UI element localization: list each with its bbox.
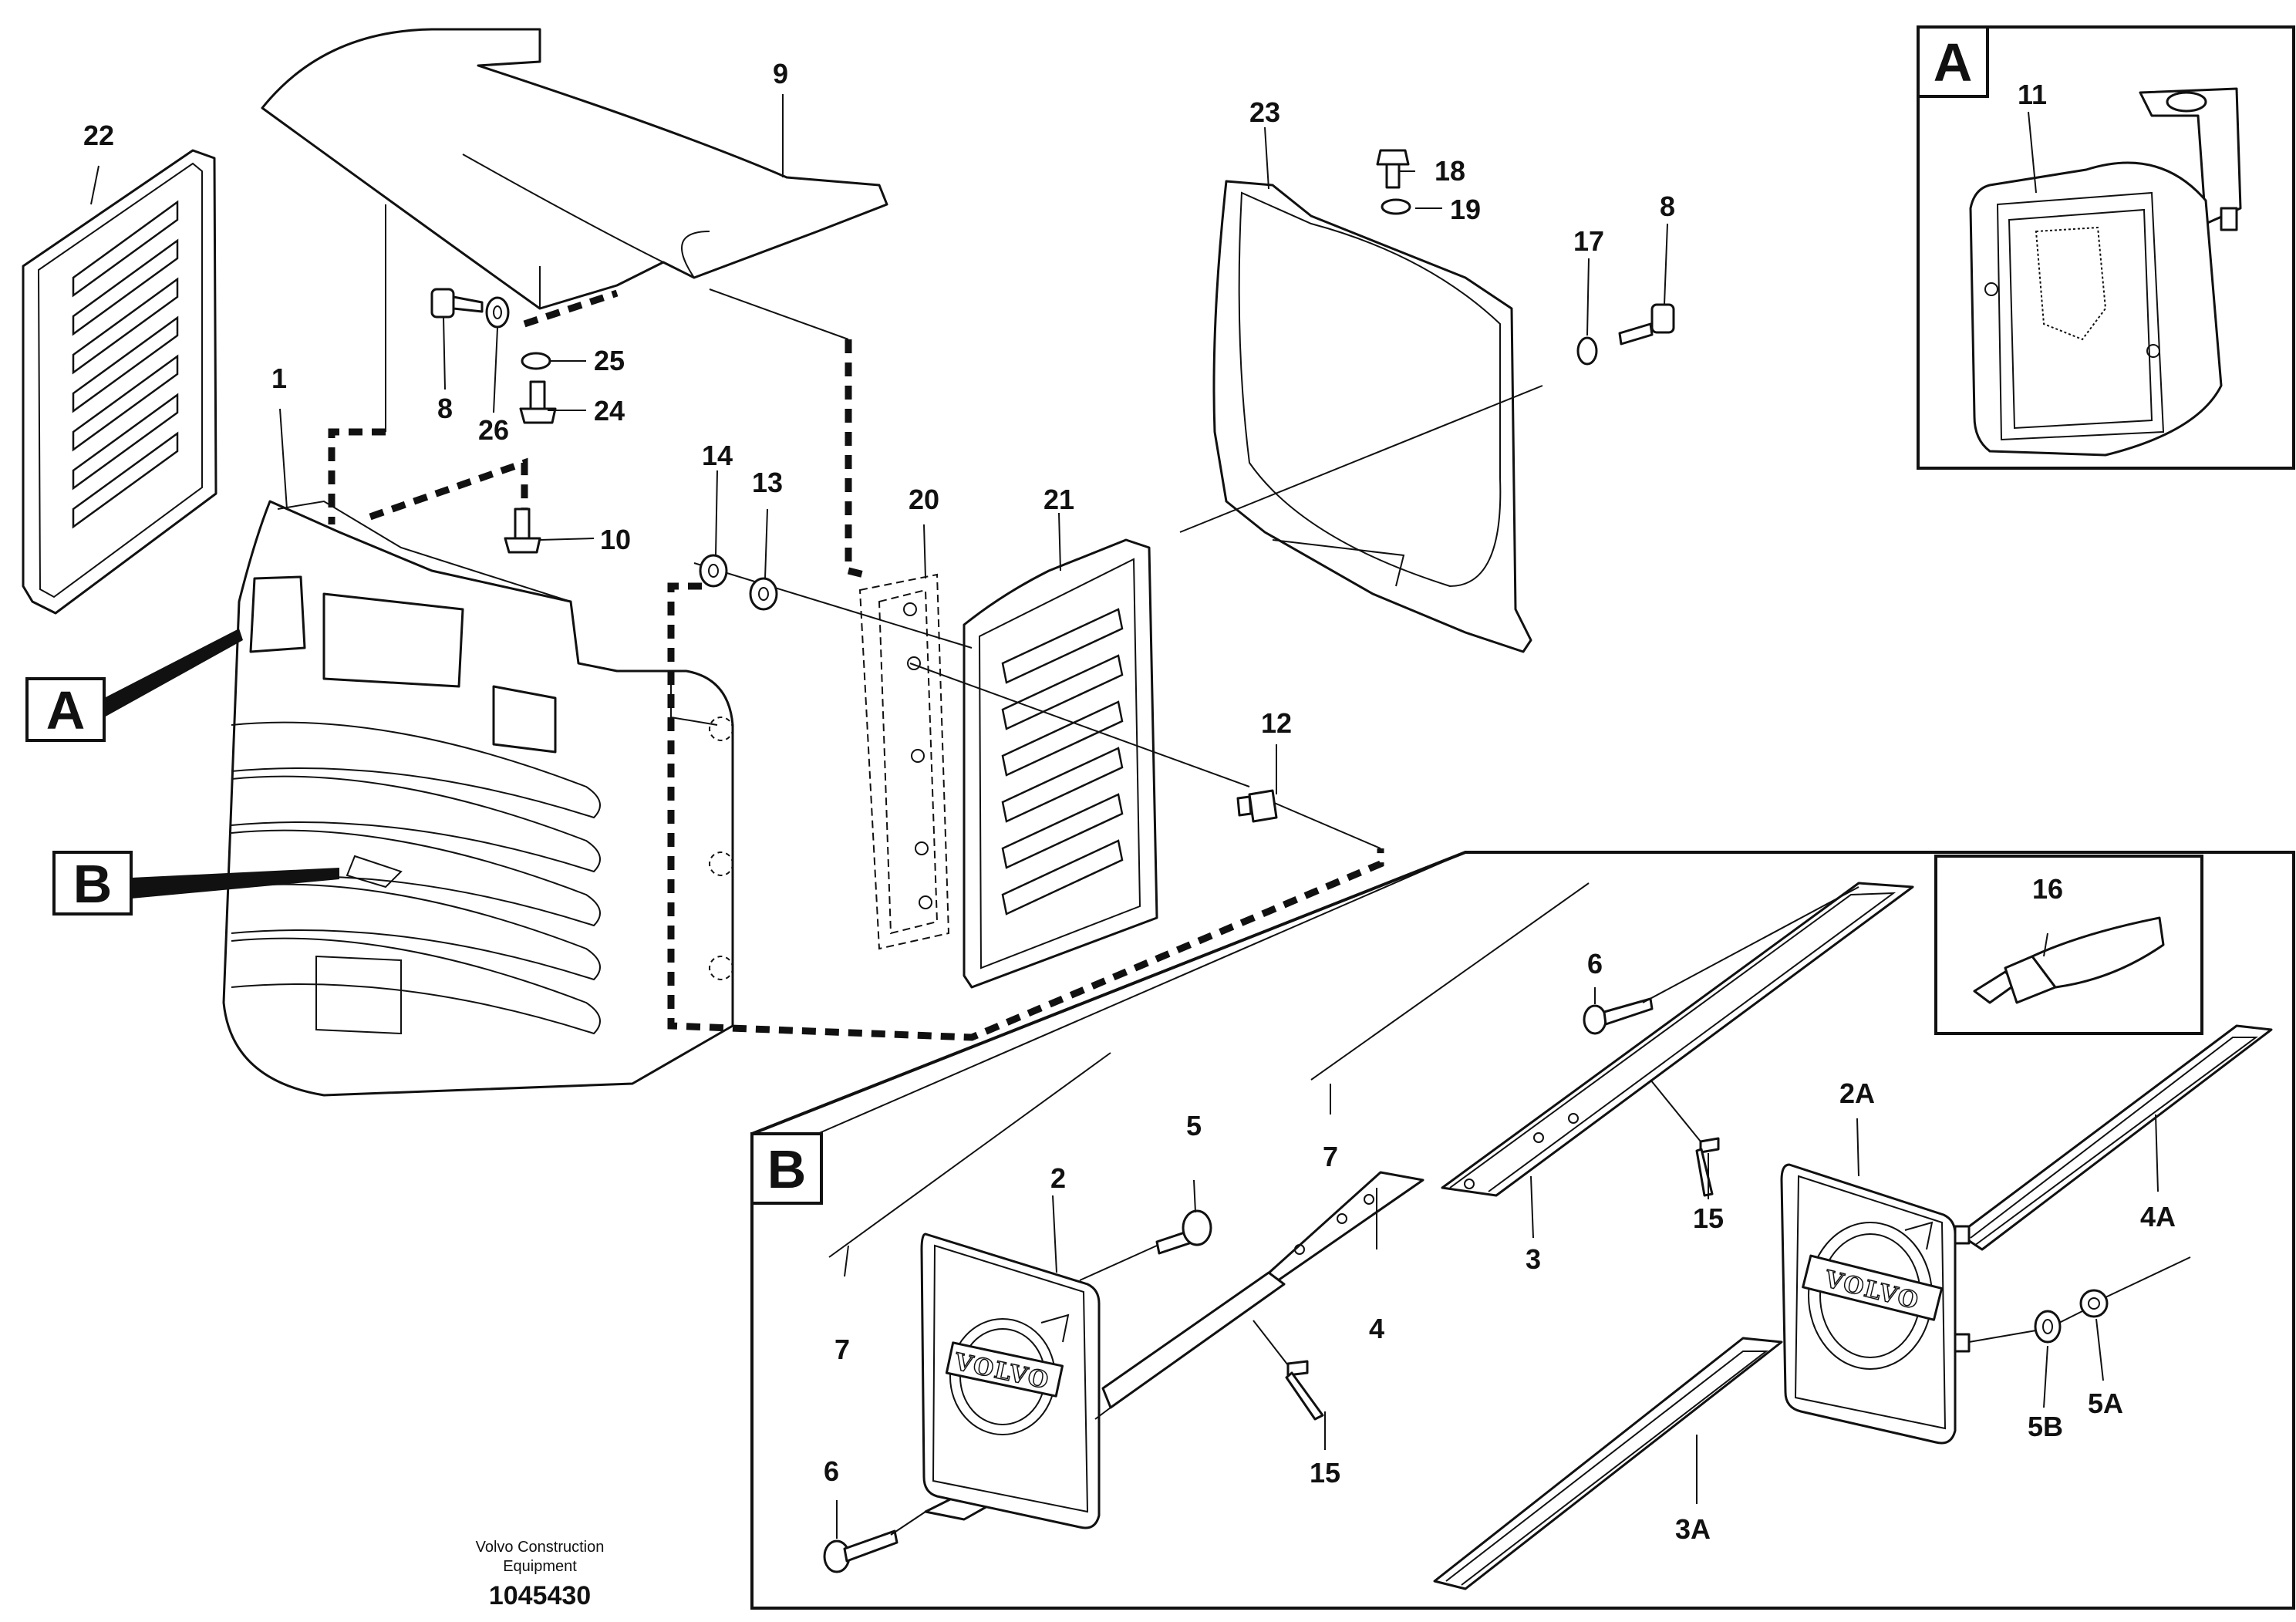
label-10: 10 (600, 524, 631, 555)
label-13: 13 (752, 467, 783, 498)
fasteners (430, 149, 1675, 823)
label-1: 1 (271, 363, 287, 394)
work-lamp-11 (1969, 87, 2242, 457)
label-9: 9 (773, 58, 788, 89)
callout-a: A (25, 629, 243, 742)
label-7-lower: 7 (834, 1334, 850, 1365)
label-8-right: 8 (1660, 191, 1675, 222)
bolt-10 (504, 508, 541, 554)
label-3a: 3A (1675, 1513, 1711, 1545)
label-8-left: 8 (437, 393, 453, 424)
volvo-emblem-2a: VOLVO (1780, 1163, 1971, 1445)
inset-b-fasteners (823, 997, 2109, 1573)
label-5a: 5A (2088, 1388, 2123, 1419)
label-5b: 5B (2028, 1411, 2063, 1442)
label-4: 4 (1369, 1313, 1384, 1344)
label-2: 2 (1050, 1162, 1066, 1194)
volvo-emblem-2: VOLVO (920, 1233, 1101, 1529)
bolt-8 (430, 288, 484, 319)
label-17: 17 (1573, 225, 1604, 257)
label-2a: 2A (1839, 1077, 1875, 1109)
front-grille-1 (222, 500, 734, 1097)
emblem-strip-3 (1441, 882, 1914, 1197)
emblem-strip-3a (1433, 1337, 1783, 1590)
label-4a: 4A (2140, 1201, 2176, 1233)
label-leaders (90, 94, 2159, 1539)
label-3: 3 (1526, 1243, 1541, 1275)
label-15-upper: 15 (1693, 1202, 1724, 1234)
inset-b-panel: B (750, 851, 2295, 1610)
label-11: 11 (2018, 79, 2047, 110)
label-25: 25 (594, 345, 625, 376)
label-15-lower: 15 (1310, 1457, 1340, 1489)
sealant-tube-16-box (1934, 855, 2203, 1035)
bolt-18 (1376, 149, 1410, 189)
inset-b-letter: B (767, 1139, 807, 1199)
top-hood-panel-9 (261, 28, 888, 310)
bolt-24 (519, 380, 557, 424)
footer-drawing-id: 1045430 (489, 1581, 591, 1610)
main-leader-lines (385, 204, 1543, 849)
footer-company-line1: Volvo Construction (476, 1539, 605, 1556)
label-6-upper: 6 (1587, 948, 1603, 980)
label-7-upper: 7 (1323, 1141, 1338, 1172)
footer-company-line2: Equipment (503, 1558, 577, 1575)
bolt-8-right (1618, 303, 1675, 346)
washer-25 (521, 352, 551, 370)
inset-b-leader-lines (890, 886, 2191, 1536)
callout-b: B (52, 851, 339, 916)
label-24: 24 (594, 395, 625, 427)
washer-13 (749, 577, 778, 611)
emblem-strip-4a (1957, 1024, 2273, 1251)
label-19: 19 (1450, 194, 1481, 225)
washer-19 (1381, 198, 1411, 215)
label-21: 21 (1043, 484, 1074, 515)
label-12: 12 (1261, 707, 1292, 739)
inset-a-panel: A (1917, 25, 2295, 470)
label-18: 18 (1435, 155, 1465, 187)
emblem-strip-4 (1101, 1171, 1424, 1409)
clip-nut-12 (1236, 789, 1278, 823)
label-26: 26 (478, 414, 509, 446)
washer-14 (699, 554, 728, 588)
washer-17 (1576, 336, 1598, 366)
label-22: 22 (83, 120, 114, 151)
side-grille-panel-22 (22, 149, 217, 615)
label-23: 23 (1249, 96, 1280, 128)
callout-a-letter: A (46, 680, 86, 740)
label-5: 5 (1186, 1110, 1202, 1141)
callout-b-letter: B (73, 854, 113, 914)
label-20: 20 (909, 484, 939, 515)
center-grille-panel-21 (963, 538, 1158, 989)
label-14: 14 (702, 440, 733, 471)
bracket-plate-20 (858, 573, 950, 950)
fan-shroud-23 (1212, 180, 1532, 653)
inset-a-letter: A (1934, 32, 1973, 93)
label-6-lower: 6 (824, 1455, 839, 1487)
washer-26 (485, 296, 510, 329)
label-16: 16 (2032, 873, 2063, 905)
